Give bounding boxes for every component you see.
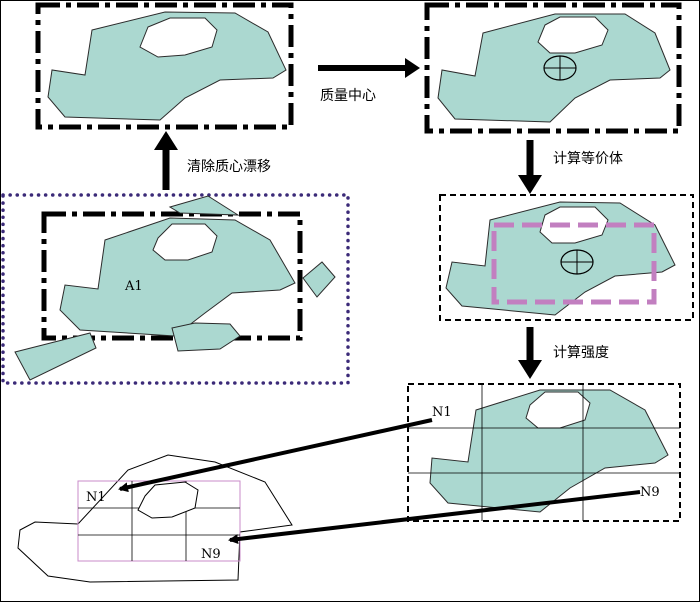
shape-3 <box>445 201 676 316</box>
shape-3-hole <box>539 206 609 244</box>
fragment-left <box>14 332 97 381</box>
dash-dot-frame-1 <box>35 2 294 130</box>
arrowhead-right <box>405 58 420 78</box>
large-outline <box>17 454 293 583</box>
small-grid-label-n1: N1 <box>86 490 106 505</box>
arrowhead-down-2 <box>518 360 542 379</box>
panel-mass-center <box>424 2 682 134</box>
centroid-marker-3 <box>560 249 594 275</box>
shape-5-hole <box>152 223 218 261</box>
arrowhead-down-1 <box>518 175 542 194</box>
grid-label-n9: N9 <box>640 485 660 500</box>
panel-drift-shape: A1 <box>1 193 350 385</box>
label-compute-equivalent: 计算等价体 <box>553 150 623 167</box>
equivalent-rectangle <box>491 222 657 305</box>
dash-dot-frame-2 <box>424 2 682 134</box>
dash-dot-frame-5 <box>41 211 303 341</box>
small-hole <box>137 481 199 519</box>
panel-intensity-grid: N1 N9 <box>407 383 681 522</box>
dashed-frame-4 <box>407 383 681 522</box>
mapping-arrow-n1 <box>118 418 433 493</box>
label-compute-intensity: 计算强度 <box>553 345 609 361</box>
shape-4 <box>429 389 669 513</box>
arrowhead-up <box>154 131 178 150</box>
small-grid-label-n9: N9 <box>201 547 221 562</box>
label-mass-center: 质量中心 <box>320 88 376 104</box>
mapping-arrow-n9 <box>228 490 641 545</box>
grid-label-n1: N1 <box>432 405 452 420</box>
dotted-frame-5 <box>1 193 350 385</box>
fragment-right <box>302 261 336 298</box>
shape-4-hole <box>525 391 591 429</box>
centroid-marker <box>543 55 577 81</box>
shape-5 <box>59 217 296 337</box>
shape-2-hole <box>537 16 609 54</box>
dashed-frame-3 <box>439 194 694 321</box>
fragment-bottom <box>171 322 241 352</box>
shape-1-hole <box>139 17 218 58</box>
panel-original-shape <box>35 2 294 130</box>
panel-mapped-outline: N1 N9 <box>17 454 293 583</box>
panel-equivalent-body <box>439 194 694 321</box>
shape-label-a1: A1 <box>124 279 143 294</box>
fragment-top <box>168 195 240 216</box>
label-remove-drift: 清除质心漂移 <box>187 159 271 175</box>
shape-1 <box>47 11 287 121</box>
